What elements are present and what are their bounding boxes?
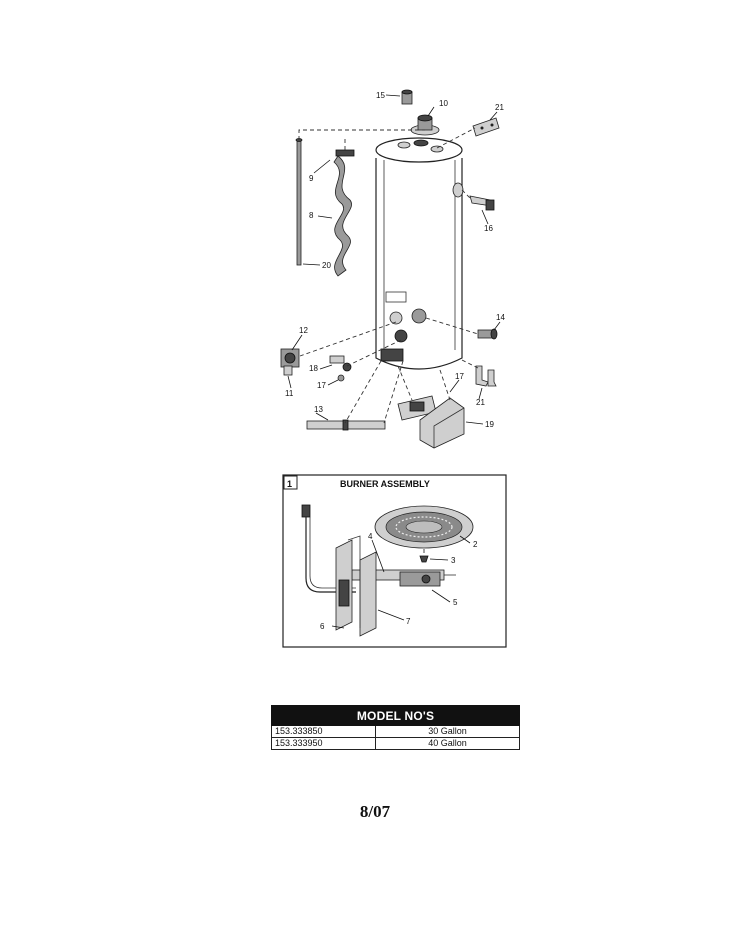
part-20-anode-rod (295, 138, 303, 266)
callout-19: 19 (485, 420, 494, 429)
footer-date: 8/07 (359, 802, 391, 821)
table-header: MODEL NO'S (271, 705, 520, 726)
part-15-nipple (401, 89, 413, 105)
callout-17-right: 17 (455, 372, 464, 381)
capacity-cell: 40 Gallon (375, 737, 520, 750)
callout-18: 18 (309, 364, 318, 373)
part-2-burner (374, 505, 474, 549)
callout-21-bottom: 21 (476, 398, 485, 407)
part-18-fitting (329, 355, 352, 382)
part-6-inner-plate (335, 539, 353, 631)
callout-4: 4 (368, 532, 373, 541)
callout-arrows (287, 94, 501, 425)
part-19-outer-door (419, 397, 465, 449)
part-8-flue-baffle (333, 149, 355, 277)
callout-14: 14 (496, 313, 505, 322)
inset-callout-arrows (331, 535, 471, 629)
model-number-cell: 153.333850 (271, 725, 376, 738)
callout-17-left: 17 (317, 381, 326, 390)
part-14-drain-valve (477, 328, 498, 340)
callout-21-top: 21 (495, 103, 504, 112)
part-17-inner-door (397, 395, 437, 421)
model-numbers-table: MODEL NO'S 153.333850 30 Gallon 153.3339… (271, 705, 520, 750)
callout-9: 9 (309, 174, 314, 183)
burner-assembly-inset: 1 BURNER ASSEMBLY (282, 474, 507, 648)
pilot-tube (301, 504, 356, 593)
part-21-bracket-bottom (475, 365, 497, 387)
callout-12: 12 (299, 326, 308, 335)
callout-13: 13 (314, 405, 323, 414)
callout-6: 6 (320, 622, 325, 631)
callout-20: 20 (322, 261, 331, 270)
part-12-gas-control (280, 348, 300, 376)
callout-5: 5 (453, 598, 458, 607)
water-heater-tank (375, 137, 464, 370)
part-16-relief-valve (469, 195, 495, 211)
part-21-bracket-top (472, 117, 500, 137)
table-row: 153.333950 40 Gallon (271, 737, 520, 750)
callout-3: 3 (451, 556, 456, 565)
callout-10: 10 (439, 99, 448, 108)
callout-16: 16 (484, 224, 493, 233)
part-7-outer-plate (347, 535, 377, 637)
table-header-row: MODEL NO'S (271, 705, 520, 726)
callout-2: 2 (473, 540, 478, 549)
table-row: 153.333850 30 Gallon (271, 725, 520, 738)
part-13-manifold-tube (306, 419, 386, 431)
callout-7: 7 (406, 617, 411, 626)
inset-title: BURNER ASSEMBLY (340, 479, 430, 489)
part-10-draft-hood (410, 114, 440, 136)
inset-number: 1 (287, 479, 292, 489)
callout-labels: 15 10 21 9 16 8 20 14 12 18 11 17 17 21 … (285, 91, 505, 429)
callout-11: 11 (285, 389, 294, 398)
callout-15: 15 (376, 91, 385, 100)
part-3-orifice (419, 549, 429, 563)
assembly-dashed-lines (298, 127, 479, 424)
model-number-cell: 153.333950 (271, 737, 376, 750)
capacity-cell: 30 Gallon (375, 725, 520, 738)
callout-8: 8 (309, 211, 314, 220)
